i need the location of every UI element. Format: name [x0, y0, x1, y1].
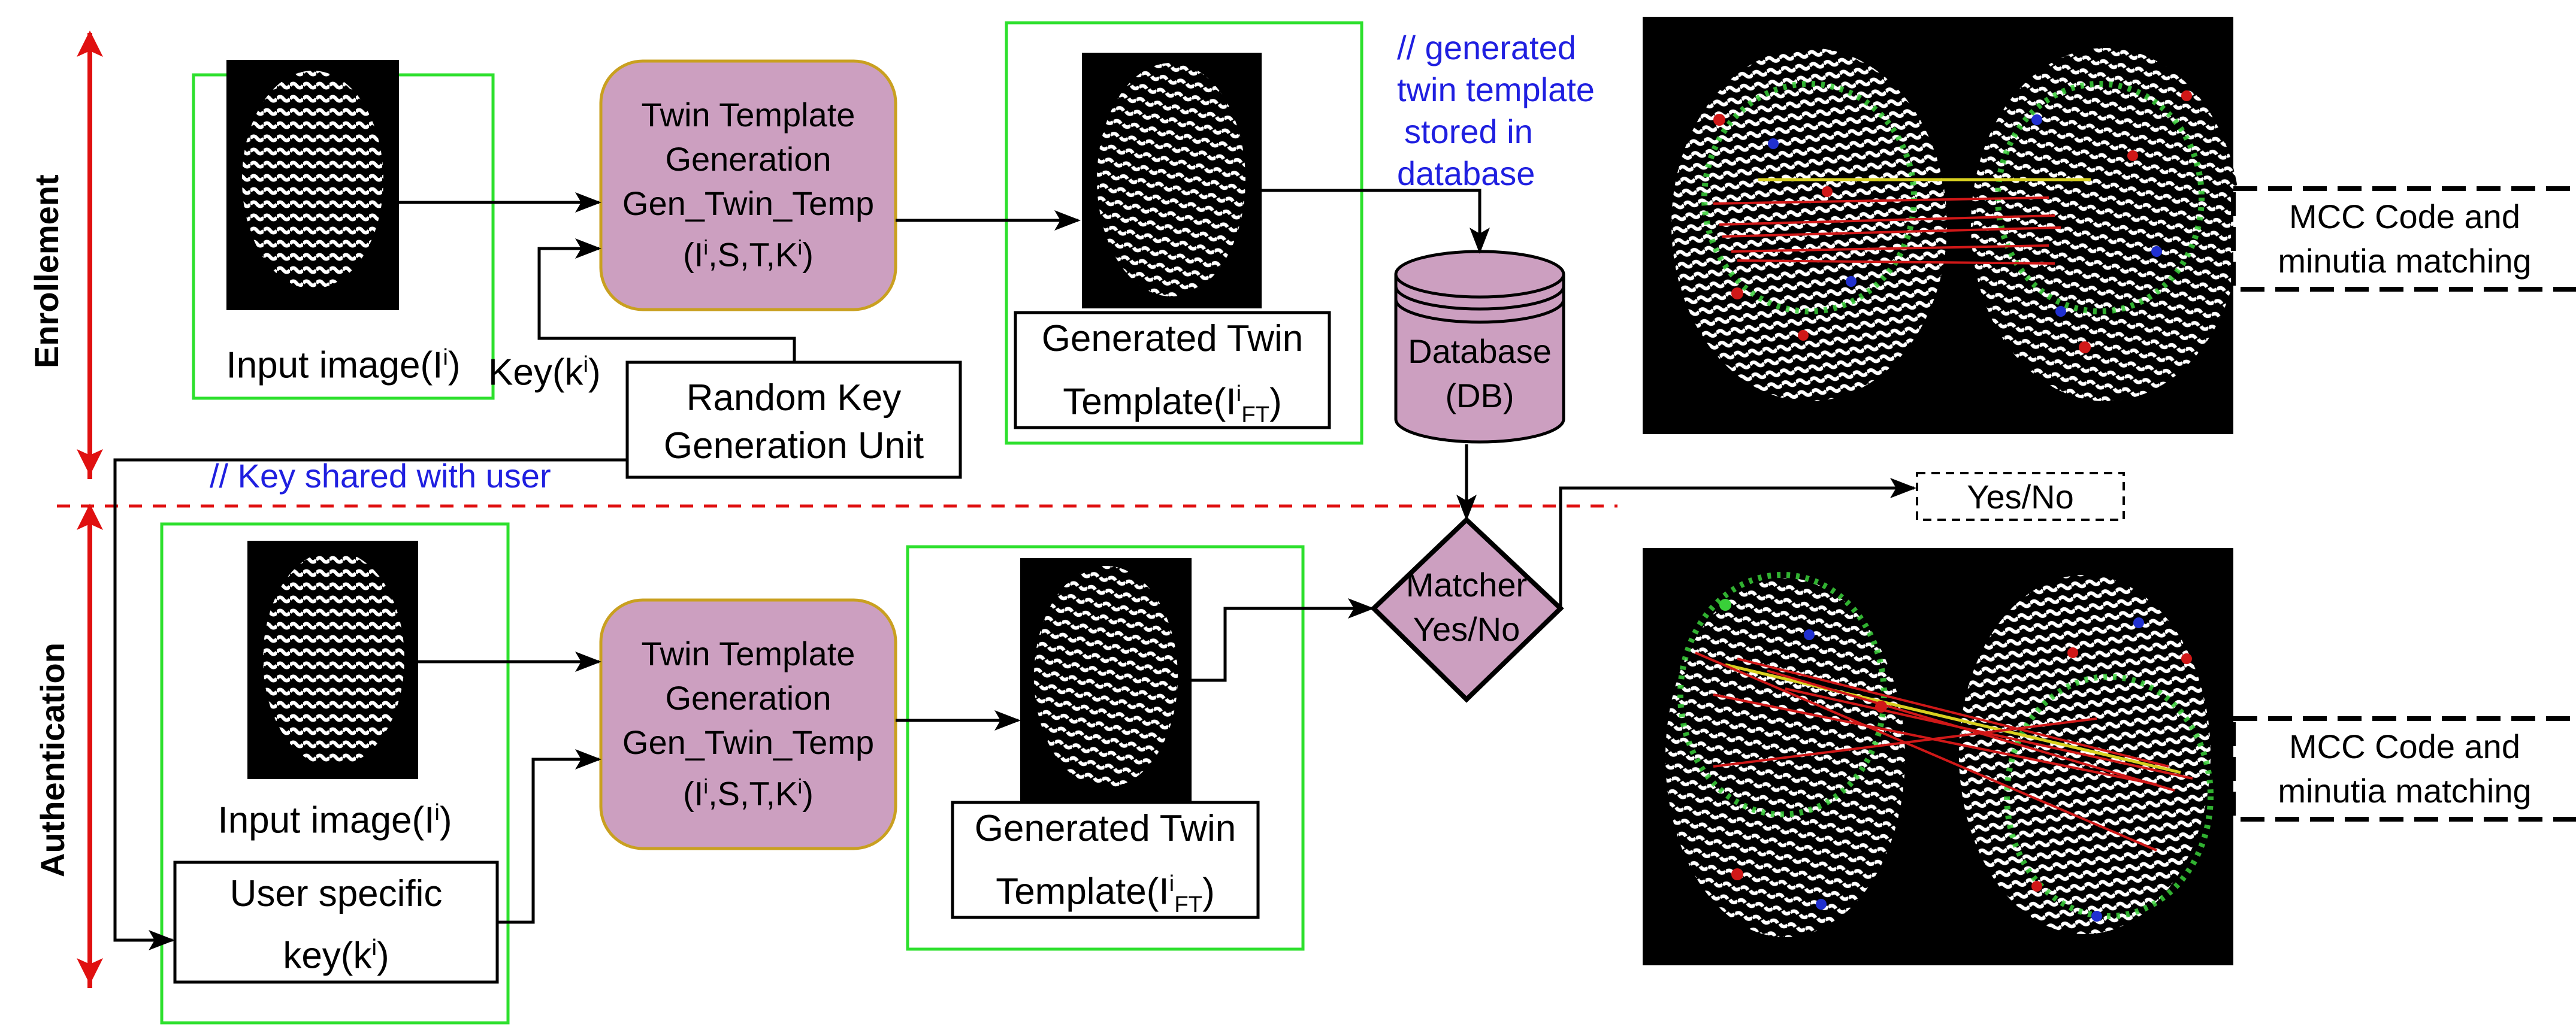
enroll-match-right-print: [1971, 48, 2241, 401]
auth-mcc-box: [2231, 716, 2576, 822]
auth-twin-ridges: [1034, 566, 1178, 787]
result-label: Yes/No: [1967, 478, 2074, 516]
enroll-match-left-print: [1671, 48, 1947, 401]
auth-user-key-text: User specific key(ki): [229, 873, 443, 977]
enroll-twin-generation-box: [599, 59, 897, 311]
database-ring-2: [1394, 299, 1565, 324]
auth-input-label: Input image(Ii): [217, 799, 452, 841]
enroll-fingerprint-ridges: [242, 71, 383, 289]
database-top: [1394, 250, 1565, 299]
auth-generated-twin-frame: [906, 545, 1305, 951]
enroll-mcc-label: MCC Code and minutia matching: [2278, 198, 2532, 280]
enroll-twin-generation-text: Twin Template Generation Gen_Twin_Temp (…: [622, 96, 875, 274]
auth-mcc-label: MCC Code and minutia matching: [2278, 728, 2532, 810]
connectors: [113, 189, 1916, 950]
enroll-key-label: Key(ki): [488, 352, 601, 393]
auth-input-frame: [160, 522, 510, 1025]
auth-twin-generation-text: Twin Template Generation Gen_Twin_Temp (…: [622, 635, 875, 813]
enroll-generated-twin-text: Generated Twin Template(IiFT): [1041, 318, 1304, 428]
enroll-generated-twin-box: [1014, 311, 1331, 429]
auth-generated-twin-box: [951, 801, 1260, 919]
auth-user-key-box: [173, 861, 499, 984]
database-cylinder: [1394, 274, 1565, 444]
result-box: [1916, 472, 2125, 521]
database-ring-1: [1394, 286, 1565, 311]
section-label-enrollment: Enrollement: [28, 174, 65, 368]
auth-twin-generation-box: [599, 598, 897, 850]
db-comment: // generated twin template stored in dat…: [1397, 29, 1595, 192]
enroll-twin-ridges: [1097, 63, 1245, 296]
enroll-mcc-box: [2231, 186, 2576, 292]
random-key-box: [625, 360, 962, 479]
matcher-label: Matcher Yes/No: [1405, 566, 1528, 648]
database-label: Database (DB): [1408, 332, 1552, 414]
key-shared-comment: // Key shared with user: [210, 457, 551, 495]
section-label-authentication: Authentication: [34, 643, 71, 877]
auth-fingerprint-ridges: [263, 551, 404, 767]
enroll-match-overlay: [1701, 81, 2205, 353]
matcher-diamond: [1370, 516, 1564, 703]
enroll-generated-twin-frame: [1005, 21, 1363, 445]
auth-match-overlay: [1677, 572, 2214, 922]
auth-generated-twin-text: Generated Twin Template(IiFT): [974, 808, 1236, 918]
random-key-text: Random Key Generation Unit: [663, 377, 924, 466]
enroll-input-label: Input image(Ii): [226, 344, 461, 386]
